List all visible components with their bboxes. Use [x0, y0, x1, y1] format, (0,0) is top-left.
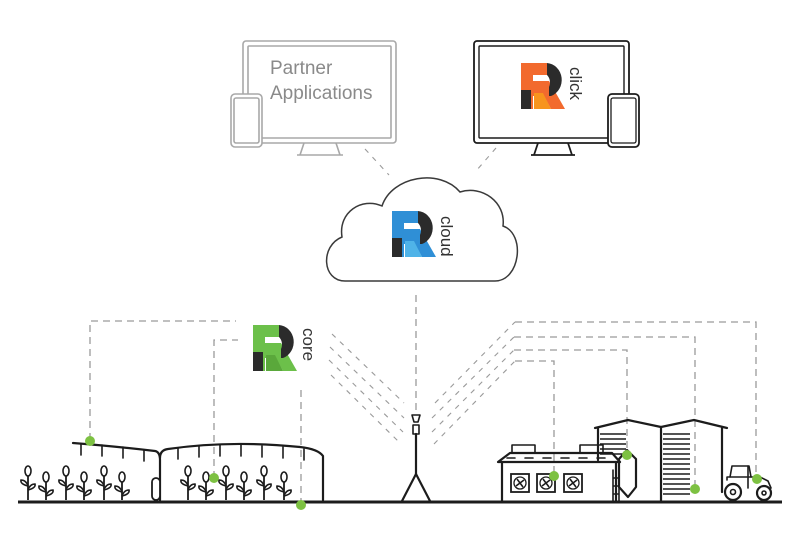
- sensor-dot: [690, 484, 700, 494]
- field-connectors: [89, 320, 757, 505]
- connector-tractor: [515, 321, 757, 478]
- logo-shape: [266, 355, 283, 371]
- rcore-logo: [253, 325, 297, 371]
- diagonal-bundle-right: [431, 321, 516, 445]
- plant-icon: [76, 471, 92, 500]
- connector-greenhouse-plants: [213, 339, 238, 478]
- logo-shape: [253, 352, 263, 371]
- logo-shape: [521, 63, 565, 109]
- plant-icon: [236, 471, 252, 500]
- logo-shape: [279, 325, 294, 358]
- bin-slats: [600, 433, 690, 495]
- connector-barn: [515, 360, 555, 476]
- rclick-monitor-icon: [473, 40, 630, 156]
- fan-icon: [510, 473, 530, 493]
- greenhouse-door-icon: [151, 477, 161, 501]
- connector-grain-bins: [514, 336, 696, 488]
- rclick-node: click: [473, 40, 640, 156]
- plant-icon: [256, 465, 272, 500]
- plant-icon: [20, 465, 36, 500]
- partner-label-line2: Applications: [270, 83, 372, 104]
- sensor-dots: [85, 436, 762, 510]
- plant-icon: [114, 471, 130, 500]
- fan-icon: [563, 473, 583, 493]
- plant-icon: [58, 465, 74, 500]
- diagonal-bundle-left: [328, 333, 405, 444]
- fan-icon: [536, 473, 556, 493]
- sensor-dot: [622, 450, 632, 460]
- rcloud-label: cloud: [437, 216, 456, 257]
- plant-icon: [180, 465, 196, 500]
- plant-icon: [96, 465, 112, 500]
- sensor-dot: [549, 471, 559, 481]
- tractor-icon: [723, 465, 773, 502]
- plant-icon: [198, 471, 214, 500]
- partner-monitor-icon: [242, 40, 397, 156]
- rclick-logo: [521, 63, 565, 109]
- logo-shape: [405, 241, 422, 257]
- connector-click-cloud: [475, 147, 497, 172]
- gateway-antenna-icon: [400, 414, 432, 503]
- crop-plants: [20, 465, 292, 500]
- connector-greenhouse-left: [89, 320, 236, 440]
- sensor-dot: [85, 436, 95, 446]
- logo-shape: [534, 93, 551, 109]
- partner-phone-icon: [230, 93, 263, 148]
- greenhouse-left-sprinklers: [80, 443, 145, 462]
- barn-with-fans: [496, 444, 622, 504]
- grain-bins: [593, 418, 729, 504]
- logo-shape: [253, 325, 297, 371]
- rcloud-logo: [392, 211, 436, 257]
- partner-label-line1: Partner: [270, 58, 333, 79]
- greenhouse-right: [158, 442, 325, 502]
- rclick-label: click: [566, 67, 585, 101]
- logo-shape: [392, 211, 436, 257]
- plant-icon: [218, 465, 234, 500]
- logo-shape: [547, 63, 562, 96]
- sensor-dot: [752, 474, 762, 484]
- device-to-cloud-connectors: [364, 147, 497, 176]
- connector-partner-cloud: [364, 148, 390, 176]
- greenhouse-right-sprinklers: [177, 444, 305, 461]
- plant-icon: [276, 471, 292, 500]
- logo-shape: [521, 90, 531, 109]
- rclick-phone-icon: [607, 93, 640, 148]
- rcloud-node: cloud: [325, 177, 519, 282]
- rcore-node: core: [253, 325, 318, 371]
- partner-applications-node: Partner Applications: [230, 40, 397, 156]
- logo-shape: [418, 211, 433, 244]
- logo-shape: [392, 238, 402, 257]
- sensor-dot: [209, 473, 219, 483]
- plant-icon: [38, 471, 54, 500]
- sensor-dot: [296, 500, 306, 510]
- ventilation-fans: [510, 473, 583, 493]
- rcore-label: core: [299, 328, 318, 361]
